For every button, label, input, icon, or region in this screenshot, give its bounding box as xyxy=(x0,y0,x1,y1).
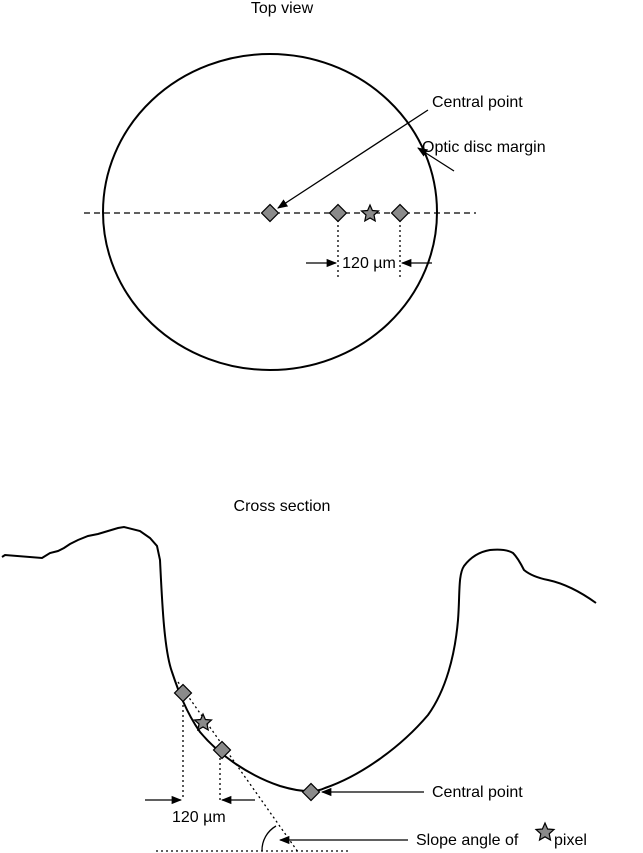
top-view-title: Top view xyxy=(251,0,314,17)
upper-sample-diamond xyxy=(173,683,193,703)
cross-distance-label: 120 µm xyxy=(172,809,226,826)
central-point-callout-arrow xyxy=(277,109,429,209)
cross-section-title: Cross section xyxy=(234,498,331,515)
legend-star-icon xyxy=(534,821,556,842)
slope-angle-label-suffix: pixel xyxy=(554,832,587,849)
optic-disc-margin-label: Optic disc margin xyxy=(422,139,546,156)
top-view-panel: Top view 120 µm Central point Optic disc… xyxy=(84,0,546,371)
cross-section-panel: Cross section 120 µm Central point Slope… xyxy=(1,498,597,853)
inner-sample-diamond xyxy=(328,203,348,223)
optic-disc-callout-arrow xyxy=(417,147,455,172)
slope-angle-label-prefix: Slope angle of xyxy=(416,832,519,849)
slope-angle-arc xyxy=(261,825,277,852)
cup-profile-curve xyxy=(1,525,597,793)
outer-sample-diamond xyxy=(390,203,410,223)
pixel-star-icon xyxy=(360,203,380,223)
tangent-line xyxy=(177,681,299,853)
lower-sample-diamond xyxy=(212,740,232,760)
cross-central-point-label: Central point xyxy=(432,784,523,801)
top-central-point-label: Central point xyxy=(432,94,523,111)
cross-central-point-diamond xyxy=(301,782,321,802)
central-point-diamond xyxy=(260,203,280,223)
optic-disc-margin xyxy=(102,53,438,371)
cross-pixel-star-icon xyxy=(193,712,213,732)
top-distance-label: 120 µm xyxy=(342,255,396,272)
